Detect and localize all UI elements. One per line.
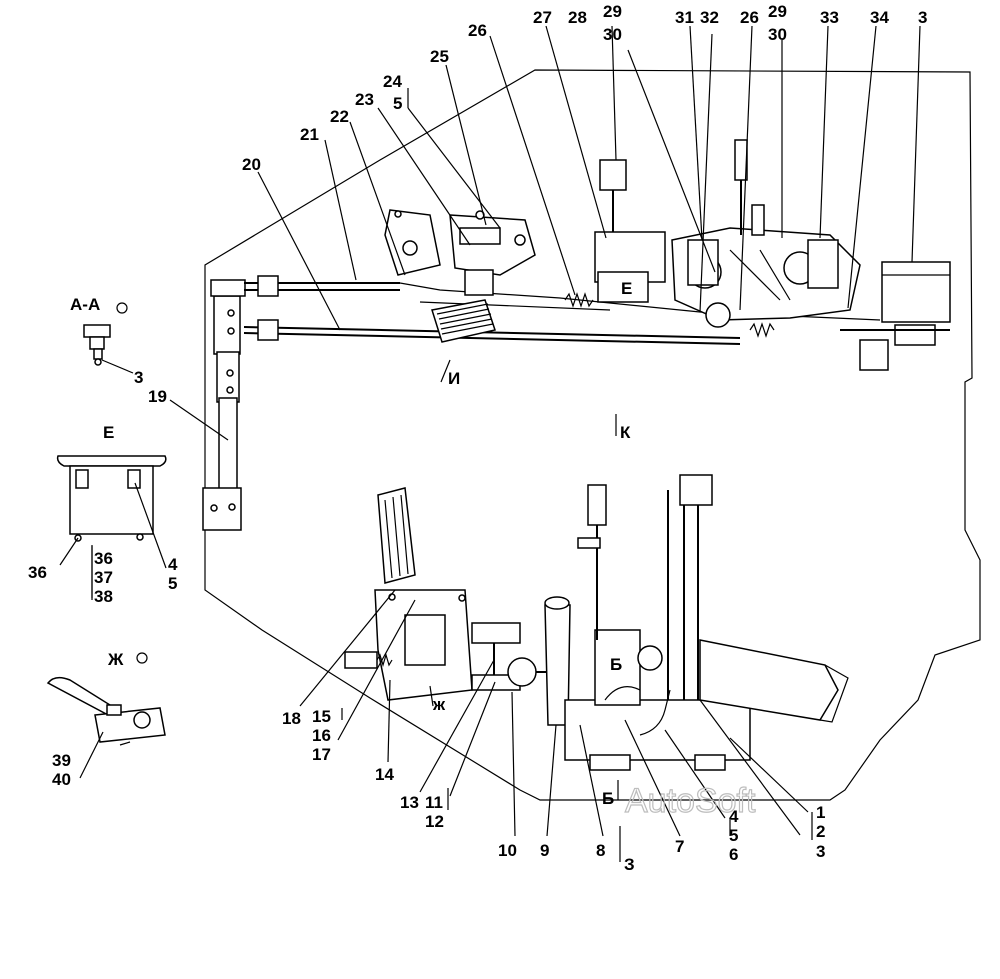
label-3: 3 [816, 842, 825, 861]
view-marker-b: Б [602, 789, 614, 808]
view-marker-b2: Б [610, 655, 622, 674]
view-title-e: Е [103, 423, 114, 442]
label-25: 25 [430, 47, 449, 66]
label-36a: 36 [28, 563, 47, 582]
label-30b: 30 [768, 25, 787, 44]
label-29: 29 [603, 2, 622, 21]
view-title-aa: А-А [70, 295, 100, 314]
label-20: 20 [242, 155, 261, 174]
cab-outline [204, 69, 981, 801]
label-3-aa: 3 [134, 368, 143, 387]
label-31: 31 [675, 8, 694, 27]
part-number-labels: 20 21 22 23 24 5 25 26 27 28 29 30 31 32… [28, 2, 927, 864]
label-11: 11 [425, 793, 443, 812]
label-34: 34 [870, 8, 889, 27]
upper-pedal-assembly [202, 139, 951, 531]
label-22: 22 [330, 107, 349, 126]
detail-view-e [56, 455, 167, 600]
label-5-e: 5 [168, 574, 177, 593]
pedal-pad-upper [431, 299, 496, 343]
label-19: 19 [148, 387, 167, 406]
label-30: 30 [603, 25, 622, 44]
view-marker-z: З [624, 855, 635, 874]
label-12: 12 [425, 812, 444, 831]
label-27: 27 [533, 8, 552, 27]
label-14: 14 [375, 765, 394, 784]
label-40: 40 [52, 770, 71, 789]
label-4-e: 4 [168, 555, 178, 574]
label-4: 4 [729, 807, 739, 826]
view-marker-zh: ж [432, 695, 446, 714]
label-3-top: 3 [918, 8, 927, 27]
view-title-zh: Ж [107, 650, 124, 669]
label-9: 9 [540, 841, 549, 860]
label-8: 8 [596, 841, 605, 860]
view-labels: А-А Е Ж И К ж З Б Е Б [70, 279, 635, 874]
label-17: 17 [312, 745, 331, 764]
detail-view-zh [46, 652, 166, 779]
label-37: 37 [94, 568, 113, 587]
column-19 [213, 295, 241, 355]
label-26b: 26 [740, 8, 759, 27]
label-5: 5 [729, 826, 738, 845]
lower-pedal-assembly [344, 474, 849, 771]
watermark: AutoSoft [625, 782, 756, 820]
label-39: 39 [52, 751, 71, 770]
label-16: 16 [312, 726, 331, 745]
label-7: 7 [675, 837, 684, 856]
label-33: 33 [820, 8, 839, 27]
label-38: 38 [94, 587, 113, 606]
view-marker-i: И [448, 369, 460, 388]
view-marker-e: Е [621, 279, 632, 298]
label-1: 1 [816, 803, 825, 822]
label-18: 18 [282, 709, 301, 728]
label-24: 24 [383, 72, 402, 91]
label-6: 6 [729, 845, 738, 864]
rod-20 [243, 326, 741, 339]
label-28: 28 [568, 8, 587, 27]
view-marker-k: К [620, 423, 631, 442]
label-36b: 36 [94, 549, 113, 568]
leader-lines [91, 25, 921, 840]
label-23: 23 [355, 90, 374, 109]
label-21: 21 [300, 125, 319, 144]
label-2: 2 [816, 822, 825, 841]
label-32: 32 [700, 8, 719, 27]
label-24-5: 5 [393, 94, 402, 113]
label-13: 13 [400, 793, 419, 812]
label-26: 26 [468, 21, 487, 40]
detail-view-aa [83, 302, 134, 374]
label-29b: 29 [768, 2, 787, 21]
label-10: 10 [498, 841, 517, 860]
label-15: 15 [312, 707, 331, 726]
